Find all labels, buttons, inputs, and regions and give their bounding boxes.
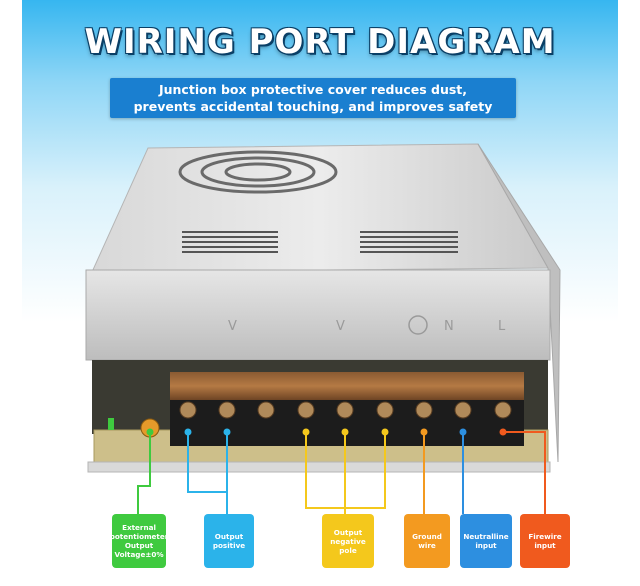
connector-line-pos <box>184 428 231 514</box>
led-indicator <box>108 418 114 430</box>
subtitle-line-2: prevents accidental touching, and improv… <box>133 99 493 114</box>
connector-line-neu <box>459 428 467 514</box>
label-output-positive: Output positive <box>204 514 254 568</box>
bottom-plate <box>87 461 551 473</box>
connector-line-pot <box>137 428 154 514</box>
front-cover <box>85 269 551 361</box>
front-mark-v2: V <box>336 319 345 334</box>
side-panel <box>477 143 561 463</box>
front-mark-l: L <box>498 319 506 334</box>
terminal-cover-bar <box>170 372 524 400</box>
page-title: WIRING PORT DIAGRAM <box>84 22 556 62</box>
subtitle-line-1: Junction box protective cover reduces du… <box>158 82 468 97</box>
connector-line-gnd <box>420 428 428 514</box>
connector-line-fire <box>499 428 546 514</box>
connector-line-neg <box>302 428 389 514</box>
front-mark-v1: V <box>228 319 237 334</box>
terminal-screws <box>179 401 512 419</box>
subtitle-banner: Junction box protective cover reduces du… <box>110 78 516 118</box>
label-external-potentiometer: External potentiometer Output Voltage±0% <box>110 514 168 568</box>
label-firewire-input: Firewire input <box>520 514 570 568</box>
ground-symbol-icon <box>408 315 428 335</box>
label-neutral-line-input: Neutralline input <box>460 514 512 568</box>
label-ground-wire: Ground wire <box>404 514 450 568</box>
air-vent-left <box>182 231 278 253</box>
air-vent-right <box>360 231 458 253</box>
front-mark-n: N <box>444 319 454 334</box>
label-output-negative-pole: Output negative pole <box>322 514 374 568</box>
top-cover <box>91 143 549 273</box>
fan-vent <box>178 150 338 194</box>
